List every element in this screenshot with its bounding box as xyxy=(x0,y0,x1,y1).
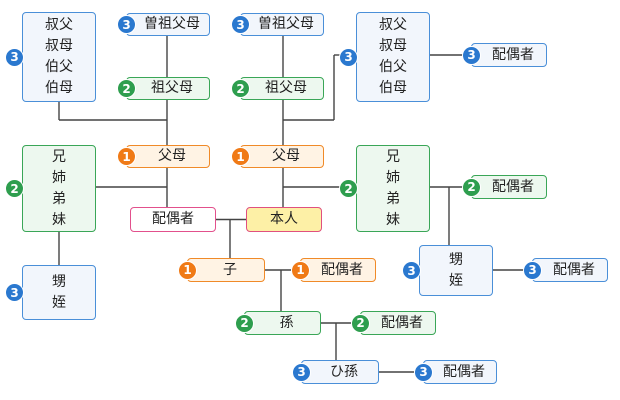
node-label: 兄 xyxy=(52,148,66,165)
node-grandchild-spouse: 2 配偶者 xyxy=(351,311,436,335)
node-label: 姪 xyxy=(52,294,66,311)
node-spouse-nephews-nieces: 3 甥 姪 xyxy=(5,265,96,320)
node-label: 曽祖父母 xyxy=(258,16,314,32)
degree-badge: 1 xyxy=(178,260,197,280)
node-spouse-grandparents: 2 祖父母 xyxy=(117,77,210,100)
node-spouse-uncles-aunts: 3 叔父 叔母 伯父 伯母 xyxy=(5,12,96,102)
node-self-siblings: 2 兄 姉 弟 妹 xyxy=(339,145,430,232)
node-label: 兄 xyxy=(386,148,400,165)
node-self-siblings-spouse: 2 配偶者 xyxy=(462,175,547,199)
node-label: 配偶者 xyxy=(321,261,363,278)
node-label: 父母 xyxy=(272,148,300,164)
degree-badge: 3 xyxy=(339,47,358,67)
node-spouse-parents: 1 父母 xyxy=(117,145,210,168)
node-self-uncles-aunts: 3 叔父 叔母 伯父 伯母 xyxy=(339,12,430,102)
degree-badge: 3 xyxy=(402,261,421,280)
degree-badge: 2 xyxy=(117,79,136,98)
node-label: 本人 xyxy=(270,211,298,227)
node-label: 配偶者 xyxy=(492,178,534,195)
degree-badge: 1 xyxy=(231,147,250,166)
node-label: 伯父 xyxy=(379,59,407,75)
node-great-grandchild-spouse: 3 配偶者 xyxy=(414,360,497,384)
node-label: 父母 xyxy=(158,148,186,164)
node-self-uncles-aunts-spouse: 3 配偶者 xyxy=(462,43,547,67)
node-label: 叔父 xyxy=(379,17,407,33)
node-grandchild: 2 孫 xyxy=(235,311,321,335)
node-label: 叔父 xyxy=(45,17,73,33)
node-self-great-grandparents: 3 曽祖父母 xyxy=(231,13,324,36)
node-self: 本人 xyxy=(246,207,322,232)
degree-badge: 2 xyxy=(5,179,24,198)
degree-badge: 3 xyxy=(5,47,24,67)
node-spouse: 配偶者 xyxy=(130,207,216,232)
degree-badge: 2 xyxy=(351,313,370,333)
node-label: 子 xyxy=(223,261,237,278)
node-label: 伯母 xyxy=(379,80,407,96)
node-label: 曽祖父母 xyxy=(144,16,200,32)
node-spouse-siblings: 2 兄 姉 弟 妹 xyxy=(5,145,96,232)
node-label: 姪 xyxy=(449,272,463,289)
degree-badge: 3 xyxy=(231,15,250,34)
degree-badge: 2 xyxy=(339,179,358,198)
degree-badge: 3 xyxy=(523,260,542,280)
node-self-grandparents: 2 祖父母 xyxy=(231,77,324,100)
node-label: 妹 xyxy=(386,211,400,228)
node-label: 孫 xyxy=(279,314,294,331)
node-label: 甥 xyxy=(449,251,463,268)
node-label: 伯母 xyxy=(45,80,73,96)
node-label: 姉 xyxy=(386,169,400,186)
node-spouse-great-grandparents: 3 曽祖父母 xyxy=(117,13,210,36)
degree-badge: 2 xyxy=(235,313,254,333)
node-label: 伯父 xyxy=(45,59,73,75)
degree-badge: 3 xyxy=(5,283,24,302)
degree-badge: 2 xyxy=(231,79,250,98)
node-label: 配偶者 xyxy=(553,261,595,278)
node-child: 1 子 xyxy=(178,258,265,282)
degree-badge: 3 xyxy=(117,15,136,34)
node-label: 配偶者 xyxy=(443,363,485,380)
node-label: 弟 xyxy=(386,190,400,207)
node-label: 弟 xyxy=(52,190,66,207)
node-label: 祖父母 xyxy=(151,80,193,96)
node-label: 配偶者 xyxy=(492,46,534,63)
degree-badge: 3 xyxy=(292,362,311,382)
node-self-parents: 1 父母 xyxy=(231,145,324,168)
node-label: 妹 xyxy=(52,211,66,228)
node-label: 叔母 xyxy=(379,38,407,54)
node-child-spouse: 1 配偶者 xyxy=(291,258,376,282)
node-label: ひ孫 xyxy=(330,363,358,380)
degree-badge: 3 xyxy=(462,45,481,65)
degree-badge: 3 xyxy=(414,362,433,382)
node-self-nephews-nieces: 3 甥 姪 xyxy=(402,245,493,296)
degree-badge: 2 xyxy=(462,177,481,197)
node-label: 叔母 xyxy=(45,38,73,54)
node-label: 配偶者 xyxy=(381,314,423,331)
node-label: 祖父母 xyxy=(265,80,307,96)
node-label: 甥 xyxy=(52,273,66,290)
degree-badge: 1 xyxy=(291,260,310,280)
node-great-grandchild: 3 ひ孫 xyxy=(292,360,379,384)
node-self-nephews-nieces-spouse: 3 配偶者 xyxy=(523,258,608,282)
degree-badge: 1 xyxy=(117,147,136,166)
node-label: 姉 xyxy=(52,169,66,186)
node-label: 配偶者 xyxy=(152,211,194,227)
